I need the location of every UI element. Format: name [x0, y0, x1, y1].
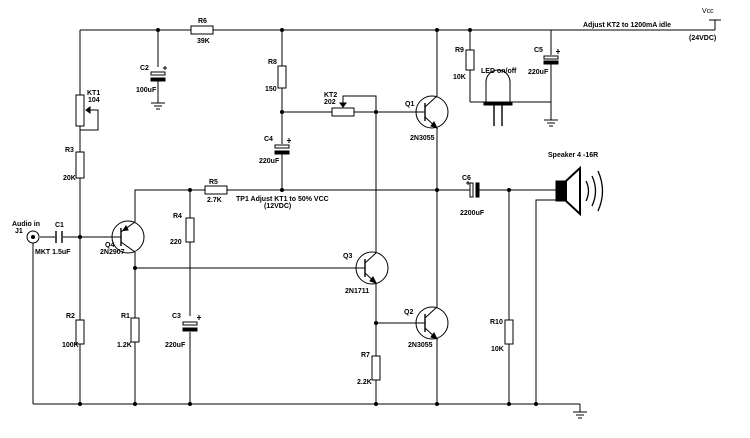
r10-value: 10K — [491, 346, 504, 353]
c5-value: 220uF — [528, 69, 549, 76]
ground-symbol-c5 — [544, 119, 558, 127]
r1-value: 1.2K — [117, 342, 132, 349]
r3-ref: R3 — [65, 147, 74, 154]
capacitor-c4: C4 220uF — [259, 136, 291, 165]
idle-adjust-note: Adjust KT2 to 1200mA idle — [583, 22, 671, 29]
capacitor-c5: C5 220uF — [528, 47, 560, 76]
r8-value: 150 — [265, 86, 277, 93]
q4-ref: Q4 — [105, 242, 114, 249]
capacitor-c3: C3 220uF — [165, 313, 201, 349]
q3-part: 2N1711 — [345, 288, 369, 295]
speaker: Speaker 4 -16R — [548, 152, 604, 217]
resistor-r2: R2 100K — [62, 313, 85, 349]
resistor-r3: R3 20K — [63, 147, 85, 182]
r3-value: 20K — [63, 175, 76, 182]
tp1-adjust-note: TP1 Adjust KT1 to 50% VCC — [236, 196, 329, 203]
resistor-r10: R10 10K — [490, 319, 514, 353]
kt1-value: 104 — [88, 97, 100, 104]
resistor-r8: R8 150 — [265, 59, 287, 93]
r2-value: 100K — [62, 342, 79, 349]
r10-ref: R10 — [490, 319, 503, 326]
c2-value: 100uF — [136, 87, 157, 94]
resistor-r5: R5 2.7K — [204, 179, 228, 204]
c6-ref: C6 — [462, 175, 471, 182]
supply-voltage-label: (24VDC) — [689, 35, 716, 42]
vcc-label: Vcc — [702, 8, 714, 15]
r6-value: 39K — [197, 38, 210, 45]
kt2-ref: KT2 — [324, 92, 337, 99]
q1-ref: Q1 — [405, 101, 414, 108]
c4-value: 220uF — [259, 158, 280, 165]
resistor-r7: R7 2.2K — [357, 352, 381, 386]
c4-ref: C4 — [264, 136, 273, 143]
q4-part: 2N2907 — [100, 249, 125, 256]
transistor-q2: Q2 2N3055 — [404, 306, 449, 349]
vcc-terminal: Vcc (24VDC) Adjust KT2 to 1200mA idle — [583, 8, 721, 42]
q2-part: 2N3055 — [408, 342, 433, 349]
r2-ref: R2 — [66, 313, 75, 320]
r4-ref: R4 — [173, 213, 182, 220]
potentiometer-kt1: KT1 104 — [75, 90, 100, 127]
r9-ref: R9 — [455, 47, 464, 54]
led-indicator: LED on/off — [481, 68, 517, 126]
speaker-label: Speaker 4 -16R — [548, 152, 598, 159]
c3-ref: C3 — [172, 313, 181, 320]
r6-ref: R6 — [198, 18, 207, 25]
resistor-r4: R4 220 — [170, 213, 195, 246]
potentiometer-kt2: KT2 202 — [324, 92, 355, 117]
transistor-q3: Q3 2N1711 — [343, 251, 389, 295]
q2-ref: Q2 — [404, 309, 413, 316]
c2-ref: C2 — [140, 65, 149, 72]
r4-value: 220 — [170, 239, 182, 246]
c1-value: MKT 1.5uF — [35, 249, 71, 256]
kt1-ref: KT1 — [87, 90, 100, 97]
tp1-voltage: (12VDC) — [264, 203, 291, 210]
r7-ref: R7 — [361, 352, 370, 359]
j1-ref: J1 — [15, 228, 23, 235]
ground-symbol-c2 — [151, 102, 165, 110]
input-jack-j1: Audio in J1 — [12, 221, 40, 244]
r5-ref: R5 — [209, 179, 218, 186]
c3-value: 220uF — [165, 342, 186, 349]
wires — [32, 20, 716, 412]
capacitor-c2: C2 100uF — [136, 65, 167, 94]
transistor-q4: Q4 2N2907 — [100, 220, 145, 256]
resistor-r9: R9 10K — [453, 47, 475, 81]
q3-ref: Q3 — [343, 253, 352, 260]
resistor-r6: R6 39K — [190, 18, 214, 45]
c1-ref: C1 — [55, 222, 64, 229]
junctions — [78, 28, 538, 406]
r7-value: 2.2K — [357, 379, 372, 386]
tp1-note: TP1 Adjust KT1 to 50% VCC (12VDC) — [236, 196, 329, 210]
transistor-q1: Q1 2N3055 — [405, 95, 449, 142]
r8-ref: R8 — [268, 59, 277, 66]
c5-ref: C5 — [534, 47, 543, 54]
led-label: LED on/off — [481, 68, 517, 75]
resistor-r1: R1 1.2K — [117, 313, 140, 349]
kt2-value: 202 — [324, 99, 336, 106]
r9-value: 10K — [453, 74, 466, 81]
c6-value: 2200uF — [460, 210, 485, 217]
q1-part: 2N3055 — [410, 135, 435, 142]
capacitor-c6: C6 2200uF — [460, 175, 485, 217]
r5-value: 2.7K — [207, 197, 222, 204]
audio-in-label: Audio in — [12, 221, 40, 228]
r1-ref: R1 — [121, 313, 130, 320]
capacitor-c1: C1 MKT 1.5uF — [35, 222, 71, 256]
ground-symbol-main — [573, 411, 587, 419]
